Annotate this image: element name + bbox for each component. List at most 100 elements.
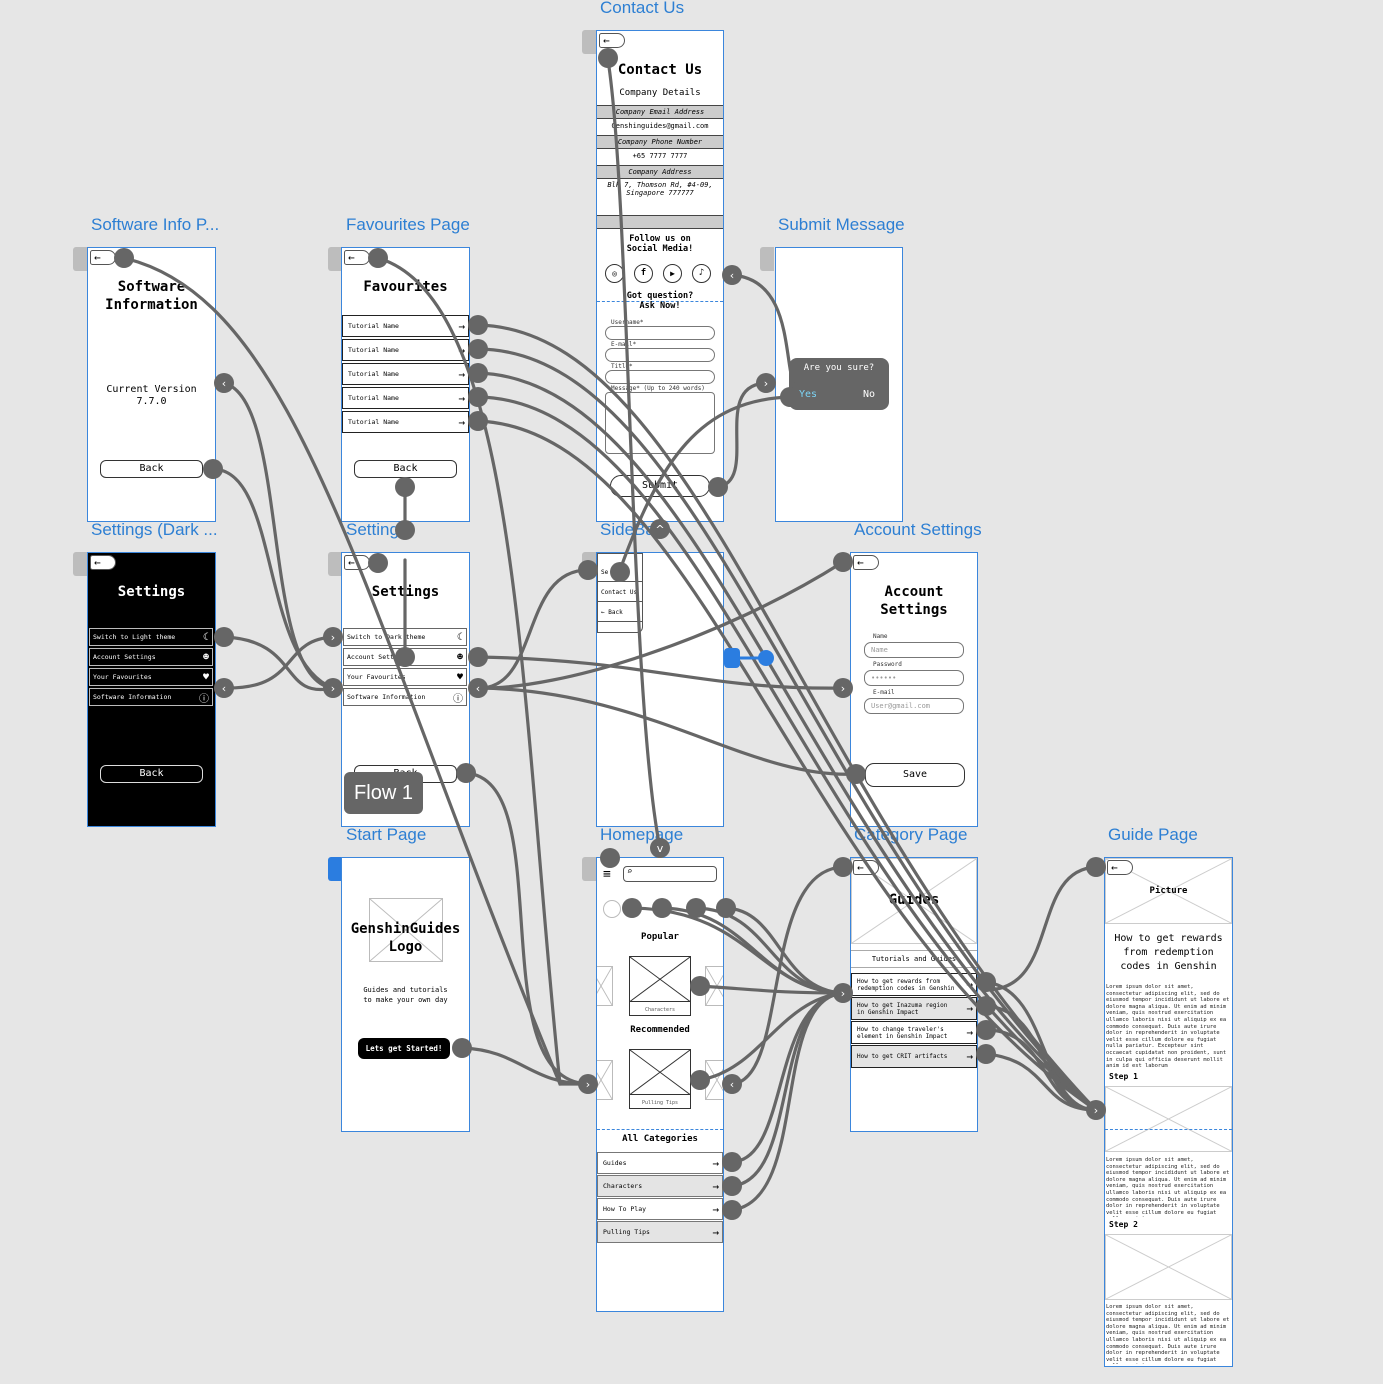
guide-item[interactable]: How to change traveler's element in Gens… — [851, 1021, 977, 1044]
favourite-item[interactable]: Tutorial Name→ — [342, 387, 469, 409]
email-input[interactable]: User@gmail.com — [864, 698, 964, 714]
category-how-to-play[interactable]: How To Play→ — [597, 1198, 723, 1220]
instagram-icon[interactable]: ◎ — [605, 264, 624, 283]
favourite-item[interactable]: Tutorial Name→ — [342, 315, 469, 337]
settings-item-label: Account Settings — [93, 653, 156, 661]
search-input[interactable]: ⌕ — [623, 866, 717, 882]
arrow-right-icon: → — [458, 319, 465, 333]
guide-item[interactable]: How to get rewards from redemption codes… — [851, 973, 977, 996]
frame-title-start-page[interactable]: Start Page — [346, 825, 427, 844]
recommended-card[interactable]: Pulling Tips — [629, 1049, 691, 1109]
frame-category-page[interactable]: ← Guides Tutorials and Guides How to get… — [850, 857, 978, 1132]
svg-text:›: › — [331, 682, 335, 695]
category-characters[interactable]: Characters→ — [597, 1175, 723, 1197]
frame-sidebar[interactable]: Se Contact Us ← Back — [596, 552, 724, 827]
settings-item-label: Account Sett — [347, 653, 394, 661]
info-label: Company Address — [597, 165, 723, 179]
favourite-item[interactable]: Tutorial Name→ — [342, 339, 469, 361]
frame-title-settings-dark[interactable]: Settings (Dark ... — [91, 520, 218, 539]
back-arrow-button[interactable]: ← — [599, 33, 625, 48]
frame-contact-us[interactable]: ← Contact Us Company Details Company Ema… — [596, 30, 724, 522]
back-button[interactable]: Back — [100, 460, 203, 478]
info-value: Blk 7, Thomson Rd, #4-09, Singapore 7777… — [607, 181, 713, 197]
back-arrow-button[interactable]: ← — [90, 555, 116, 570]
back-button[interactable]: Back — [100, 765, 203, 783]
yes-button[interactable]: Yes — [799, 389, 818, 400]
no-button[interactable]: No — [863, 389, 876, 400]
back-arrow-button[interactable]: ← — [344, 250, 370, 265]
frame-start-page[interactable]: GenshinGuides Logo Guides and tutorials … — [341, 857, 470, 1132]
info-label: Company Email Address — [597, 105, 723, 119]
arrow-left-icon: ← — [94, 556, 101, 569]
back-arrow-button[interactable]: ← — [853, 860, 879, 875]
sidebar-item-settings[interactable]: Se — [598, 564, 642, 582]
frame-title-account-settings[interactable]: Account Settings — [854, 520, 982, 539]
svg-text:‹: ‹ — [730, 1078, 734, 1091]
popular-card[interactable]: Characters — [629, 956, 691, 1016]
frame-title-submit-message[interactable]: Submit Message — [778, 215, 905, 234]
message-textarea[interactable] — [605, 392, 715, 454]
guide-item[interactable]: How to get Inazuma region in Genshin Imp… — [851, 997, 977, 1020]
guide-item[interactable]: How to get CRIT artifacts→ — [851, 1045, 977, 1068]
settings-item-account[interactable]: Account Sett☻ — [343, 648, 467, 666]
sidebar-item-contact-us[interactable]: Contact Us — [598, 584, 642, 602]
settings-item-account[interactable]: Account Settings☻ — [89, 648, 213, 666]
frame-guide-page[interactable]: ← Picture How to get rewards from redemp… — [1104, 857, 1233, 1367]
info-value: Genshinguides@gmail.com — [611, 122, 709, 130]
frame-title-guide-page[interactable]: Guide Page — [1108, 825, 1198, 844]
sidebar-item-back[interactable]: ← Back — [598, 604, 642, 622]
frame-favourites[interactable]: ← Favourites Tutorial Name→ Tutorial Nam… — [341, 247, 470, 522]
get-started-button[interactable]: Lets get Started! — [358, 1038, 450, 1059]
frame-title-software-info[interactable]: Software Info P... — [91, 215, 220, 234]
settings-item-label: Software Information — [347, 693, 426, 701]
back-arrow-button[interactable]: ← — [344, 555, 370, 570]
facebook-icon[interactable]: f — [634, 264, 653, 283]
back-button[interactable]: Back — [354, 460, 457, 478]
frame-title-sidebar[interactable]: SideBa — [600, 520, 655, 539]
back-arrow-button[interactable]: ← — [90, 250, 116, 265]
back-arrow-button[interactable]: ← — [853, 555, 879, 570]
arrow-right-icon: → — [458, 415, 465, 429]
frame-title-favourites[interactable]: Favourites Page — [346, 215, 470, 234]
step-image-placeholder — [1105, 1234, 1232, 1300]
save-button[interactable]: Save — [865, 763, 965, 787]
category-pulling-tips[interactable]: Pulling Tips→ — [597, 1221, 723, 1243]
frame-settings-dark[interactable]: ← Settings Switch to Light theme☾ Accoun… — [87, 552, 216, 827]
flow-label[interactable]: Flow 1 — [344, 772, 423, 814]
favourite-item[interactable]: Tutorial Name→ — [342, 363, 469, 385]
tiktok-icon[interactable]: ♪ — [692, 264, 711, 283]
frame-homepage[interactable]: ≡ ⌕ Popular Characters Recommended Pulli… — [596, 857, 724, 1312]
carousel-side-image — [597, 966, 613, 1006]
back-arrow-button[interactable]: ← — [1107, 860, 1133, 875]
moon-icon: ☾ — [202, 631, 209, 643]
settings-item-favourites[interactable]: Your Favourites♥ — [89, 668, 213, 686]
frame-submit-message[interactable]: Are you sure? Yes No — [775, 247, 903, 522]
frame-software-info[interactable]: ← Software Information Current Version 7… — [87, 247, 216, 522]
username-input[interactable] — [605, 326, 715, 340]
name-input[interactable]: Name — [864, 642, 964, 658]
carousel-dot[interactable] — [603, 900, 621, 918]
svg-text:›: › — [841, 682, 845, 695]
youtube-icon[interactable]: ▶ — [663, 264, 682, 283]
frame-title-homepage[interactable]: Homepage — [600, 825, 684, 844]
svg-text:›: › — [841, 987, 845, 1000]
password-input[interactable]: •••••• — [864, 670, 964, 686]
category-guides[interactable]: Guides→ — [597, 1152, 723, 1174]
frame-title-category-page[interactable]: Category Page — [854, 825, 968, 844]
frame-title-settings[interactable]: Setting — [346, 520, 399, 539]
title-input[interactable] — [605, 370, 715, 384]
settings-item-theme[interactable]: Switch to Dark theme☾ — [343, 628, 467, 646]
submit-button[interactable]: Submit — [610, 475, 710, 497]
arrow-right-icon: → — [712, 1179, 719, 1193]
favourite-item[interactable]: Tutorial Name→ — [342, 411, 469, 433]
settings-item-favourites[interactable]: Your Favourites♥ — [343, 668, 467, 686]
frame-account-settings[interactable]: ← Account Settings Name Name Password ••… — [850, 552, 978, 827]
frame-title-contact-us[interactable]: Contact Us — [600, 0, 685, 17]
hamburger-menu-icon[interactable]: ≡ — [603, 867, 611, 882]
start-flow-marker[interactable] — [328, 857, 342, 881]
svg-text:›: › — [586, 1078, 590, 1091]
settings-item-theme[interactable]: Switch to Light theme☾ — [89, 628, 213, 646]
email-input[interactable] — [605, 348, 715, 362]
